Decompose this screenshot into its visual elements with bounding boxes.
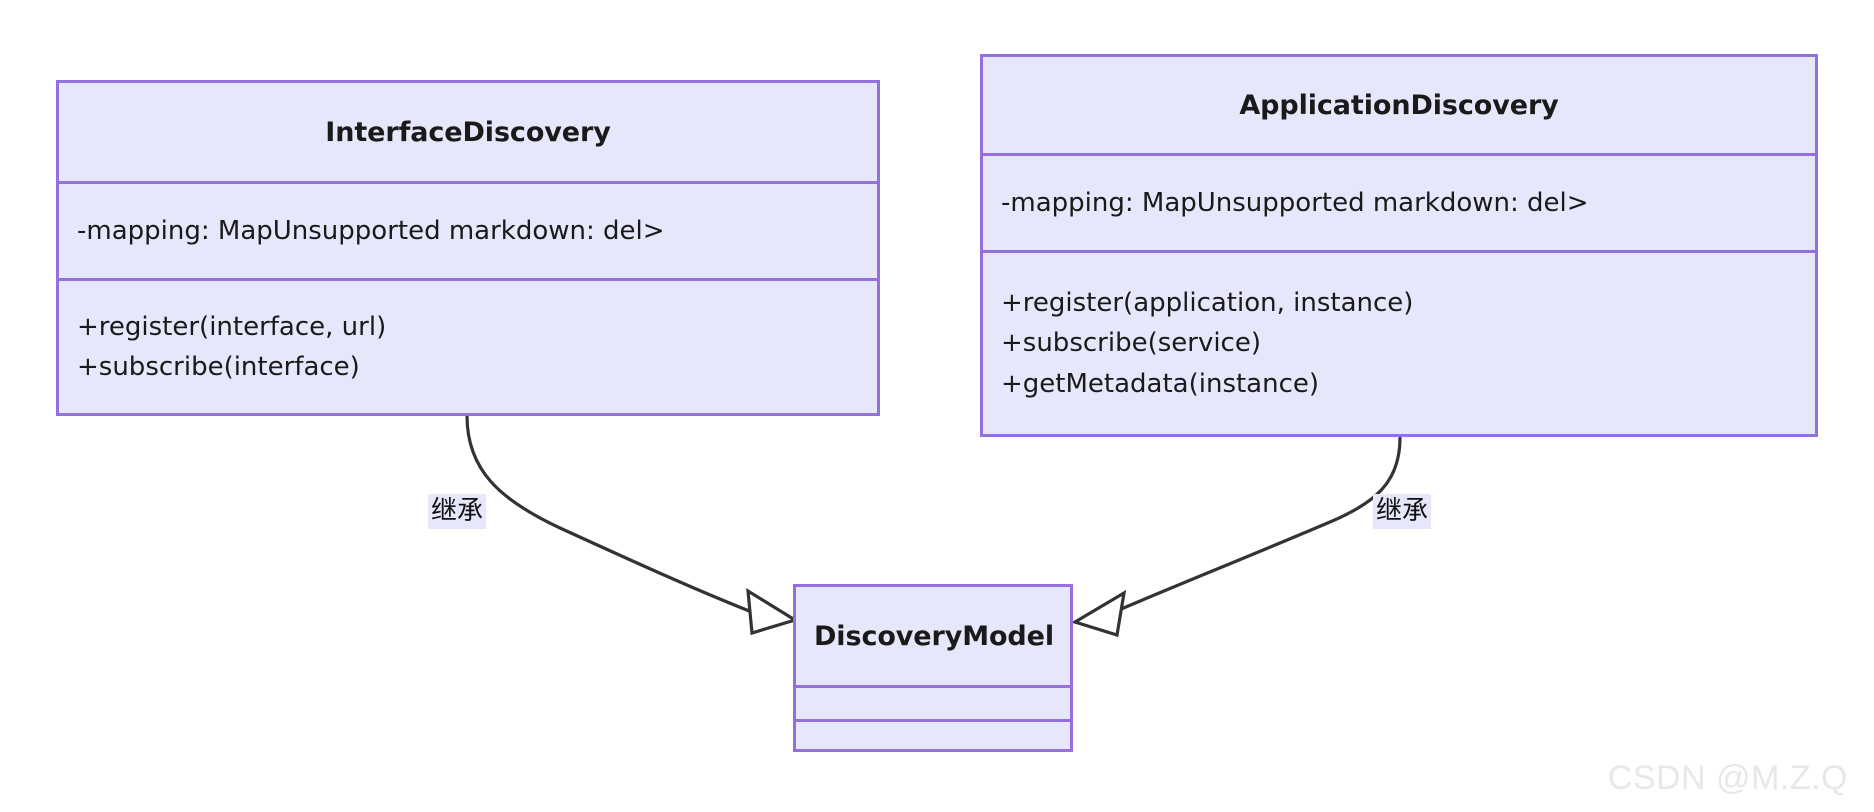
class-title-compartment: InterfaceDiscovery <box>59 83 877 181</box>
class-name-label: ApplicationDiscovery <box>1239 89 1559 121</box>
class-method-row: +register(interface, url) <box>77 311 387 342</box>
class-title-compartment: ApplicationDiscovery <box>983 57 1815 153</box>
edge-inheritance-left-arrowhead <box>746 587 799 636</box>
watermark-label: CSDN @M.Z.Q <box>1607 759 1848 797</box>
class-attribute-row: -mapping: MapUnsupported markdown: del> <box>77 215 665 246</box>
class-name-label: InterfaceDiscovery <box>325 116 611 148</box>
class-method-row: +getMetadata(instance) <box>1001 368 1320 399</box>
class-name-label: DiscoveryModel <box>814 620 1055 652</box>
edge-inheritance-right-path <box>1110 436 1402 615</box>
class-attributes-compartment: -mapping: MapUnsupported markdown: del> <box>983 153 1815 250</box>
class-attributes-compartment <box>796 685 1070 719</box>
class-method-row: +subscribe(interface) <box>77 352 360 382</box>
edge-inheritance-left[interactable] <box>465 414 799 636</box>
uml-class-discovery-model[interactable]: DiscoveryModel <box>793 584 1073 752</box>
uml-class-interface-discovery[interactable]: InterfaceDiscovery -mapping: MapUnsuppor… <box>56 80 880 416</box>
edge-inheritance-left-path <box>465 414 764 618</box>
class-methods-compartment: +register(interface, url) +subscribe(int… <box>59 278 877 413</box>
edge-inheritance-right-arrowhead <box>1071 589 1127 638</box>
edge-inheritance-right[interactable] <box>1071 436 1402 638</box>
class-methods-compartment <box>796 719 1070 749</box>
class-attribute-row: -mapping: MapUnsupported markdown: del> <box>1001 187 1589 218</box>
class-method-row: +subscribe(service) <box>1001 328 1261 359</box>
edge-label-inheritance-right: 继承 <box>1373 494 1432 529</box>
class-title-compartment: DiscoveryModel <box>796 587 1070 685</box>
class-methods-compartment: +register(application, instance) +subscr… <box>983 250 1815 434</box>
class-attributes-compartment: -mapping: MapUnsupported markdown: del> <box>59 181 877 278</box>
class-method-row: +register(application, instance) <box>1001 288 1414 319</box>
edge-label-inheritance-left: 继承 <box>428 494 487 529</box>
uml-class-application-discovery[interactable]: ApplicationDiscovery -mapping: MapUnsupp… <box>980 54 1818 437</box>
